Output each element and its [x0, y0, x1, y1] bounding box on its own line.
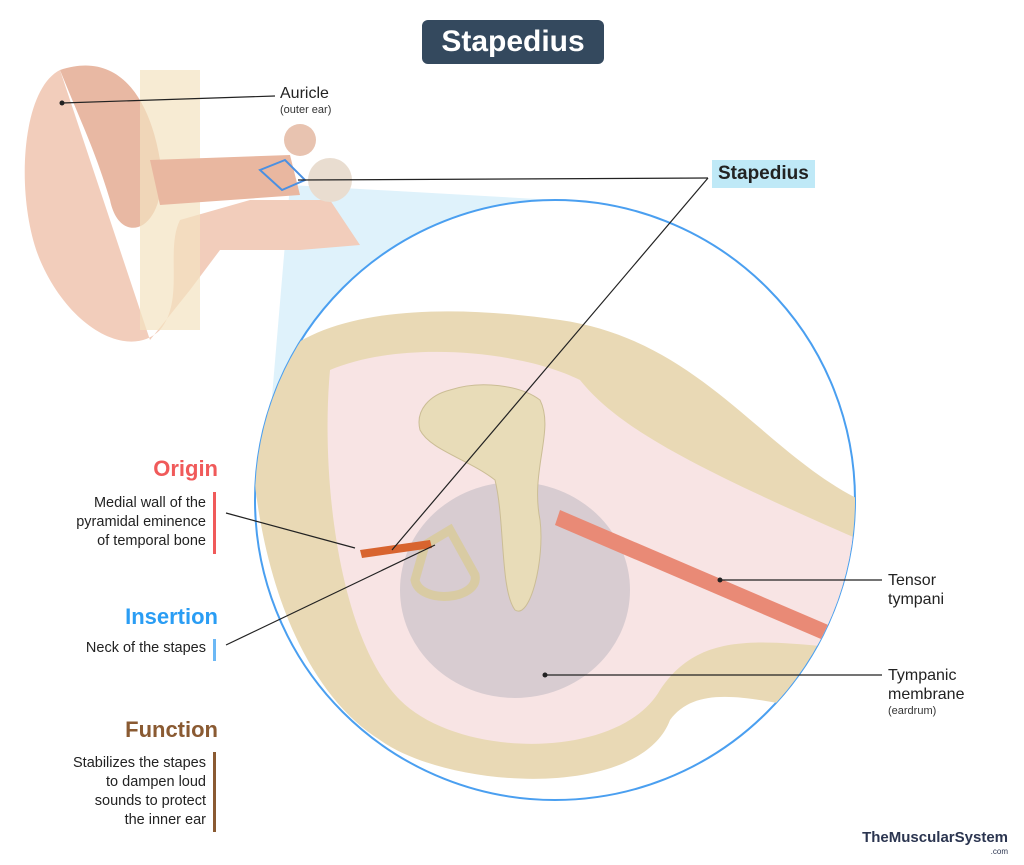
- function-line: sounds to protect: [94, 793, 206, 809]
- tensor-tympani-muscle: [555, 510, 840, 645]
- middle-ear-drawing: [255, 311, 855, 779]
- tensor-line-2: tympani: [888, 591, 945, 608]
- insertion-line: Neck of the stapes: [85, 640, 206, 656]
- function-line: to dampen loud: [106, 774, 206, 790]
- label-tensor-tympani: Tensor tympani: [888, 571, 944, 609]
- function-bar: [213, 752, 216, 832]
- origin-line: Medial wall of the: [93, 495, 206, 511]
- origin-description: Medial wall of the pyramidal eminence of…: [76, 494, 206, 551]
- tympanic-sublabel: (eardrum): [888, 705, 937, 717]
- stapedius-muscle: [360, 540, 432, 558]
- function-line: Stabilizes the stapes: [73, 755, 206, 771]
- tensor-line-1: Tensor: [888, 572, 937, 589]
- origin-line: pyramidal eminence: [76, 514, 206, 530]
- auricle-sublabel: (outer ear): [280, 104, 332, 116]
- function-line: the inner ear: [124, 812, 206, 828]
- page-title: Stapedius: [422, 20, 604, 64]
- function-heading: Function: [125, 717, 218, 742]
- origin-line: of temporal bone: [97, 533, 206, 549]
- watermark-name: TheMuscularSystem: [862, 829, 1008, 846]
- watermark-logo: TheMuscularSystem .com: [862, 829, 1008, 857]
- origin-heading: Origin: [153, 456, 218, 481]
- auricle-label: Auricle: [280, 85, 329, 102]
- function-description: Stabilizes the stapes to dampen loud sou…: [73, 754, 206, 830]
- label-tympanic-membrane: Tympanic membrane (eardrum): [888, 666, 964, 718]
- insertion-description: Neck of the stapes: [86, 639, 206, 658]
- insertion-heading: Insertion: [125, 604, 218, 629]
- tympanic-line-1: Tympanic: [888, 667, 957, 684]
- tympanic-line-2: membrane: [888, 686, 965, 703]
- insertion-bar: [213, 639, 216, 661]
- outer-ear-drawing: [24, 65, 361, 342]
- stapedius-label: Stapedius: [712, 160, 815, 188]
- label-auricle: Auricle (outer ear): [280, 84, 331, 117]
- origin-bar: [213, 492, 216, 554]
- watermark-suffix: .com: [990, 847, 1008, 856]
